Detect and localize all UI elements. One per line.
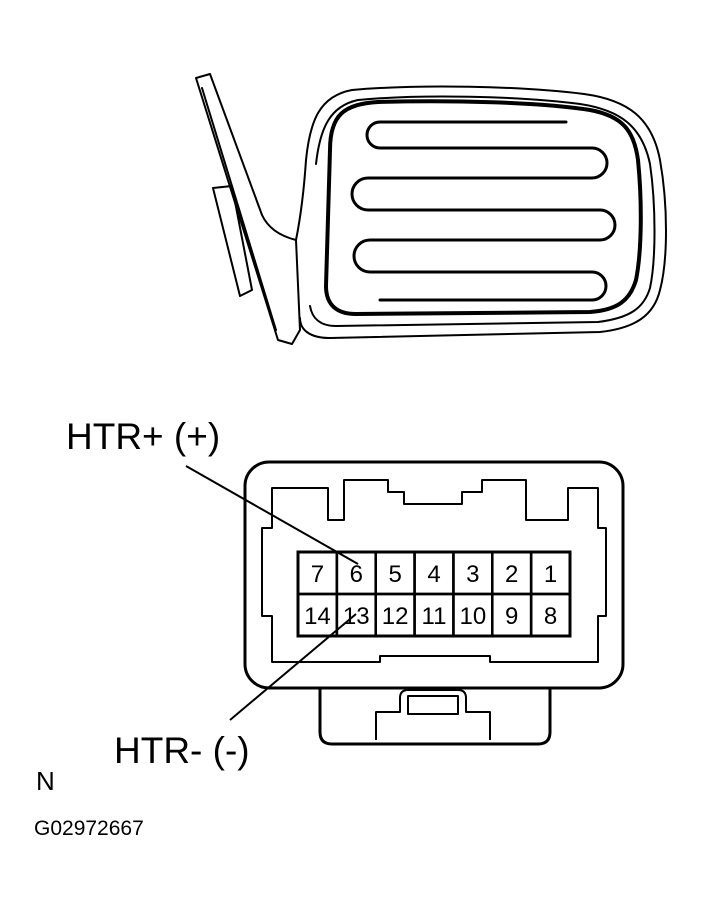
view-mark-label: N bbox=[36, 766, 55, 796]
pin-number: 9 bbox=[505, 603, 518, 630]
pin-number: 14 bbox=[304, 603, 331, 630]
htr-minus-label: HTR- (-) bbox=[114, 730, 250, 771]
pin-number: 7 bbox=[311, 561, 324, 588]
pin-number: 1 bbox=[544, 561, 557, 588]
pin-number: 5 bbox=[388, 561, 401, 588]
htr-plus-leader bbox=[185, 465, 359, 565]
pin-number: 8 bbox=[544, 603, 557, 630]
figure-id-label: G02972667 bbox=[34, 817, 144, 840]
htr-plus-label: HTR+ (+) bbox=[66, 416, 221, 457]
pin-number: 11 bbox=[422, 603, 447, 630]
outside-mirror-illustration bbox=[195, 73, 667, 345]
pin-number: 2 bbox=[505, 561, 518, 588]
pin-number: 3 bbox=[466, 561, 479, 588]
pin-number: 13 bbox=[343, 603, 370, 630]
callout-leaders bbox=[185, 465, 359, 721]
pin-number: 10 bbox=[460, 603, 487, 630]
pin-number: 12 bbox=[382, 603, 409, 630]
pin-number: 4 bbox=[427, 561, 440, 588]
pin-cell bbox=[529, 592, 572, 638]
pin-number: 6 bbox=[350, 561, 363, 588]
htr-minus-leader bbox=[229, 613, 357, 721]
